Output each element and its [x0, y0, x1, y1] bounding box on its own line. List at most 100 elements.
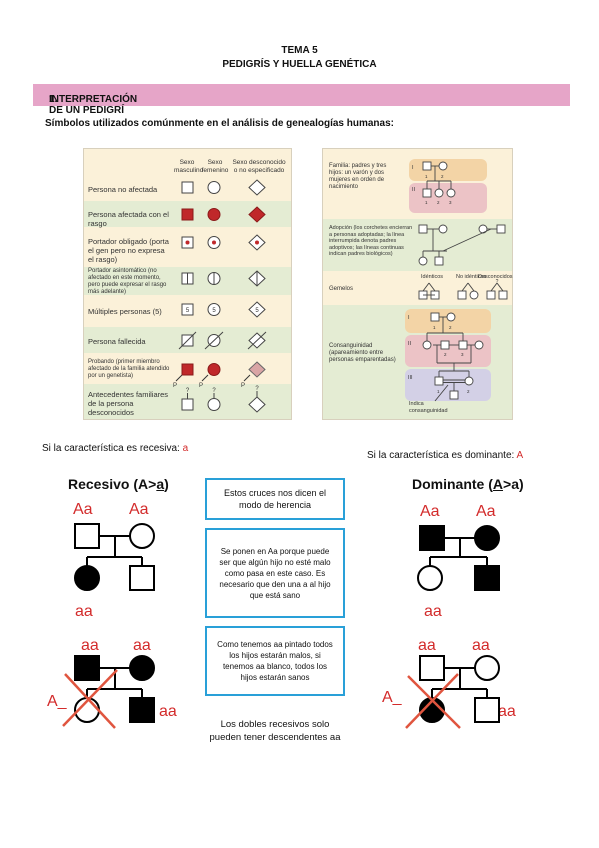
- family-description: Familia: padres y tres hijos: un varón y…: [329, 163, 387, 190]
- dominant-affected-son: [474, 565, 500, 591]
- row-label-carrier: Portador obligado (porta el gen pero no …: [88, 237, 169, 264]
- unknown-unaffected-icon: [248, 179, 266, 196]
- recessive-mother-circle: [129, 523, 155, 549]
- section-number: 1.: [49, 94, 58, 105]
- recessive-parent2-left-genotype: aa: [81, 637, 99, 654]
- recessive-genotypes: Aa Aa aa aa aa A_ aa: [47, 501, 177, 720]
- recessive-affected-father: [74, 655, 100, 681]
- dominant-cross-mark: [405, 673, 461, 729]
- proband-mark-unknown: P: [241, 383, 245, 389]
- svg-text:?: ?: [255, 386, 259, 392]
- recessive-note: Si la característica es recesiva: a: [42, 443, 189, 454]
- dominant-genotypes: Aa Aa aa aa aa A_ aa: [382, 503, 516, 720]
- dominant-child-genotype: aa: [424, 603, 442, 620]
- row-label-deceased: Persona fallecida: [88, 337, 146, 346]
- section-header: 1. INTERPRETACIÓN DE UN PEDIGRÍ: [33, 84, 570, 116]
- dominant-pedigree-svg: Aa Aa aa aa aa A_ aa: [382, 503, 516, 729]
- unknown-proband-icon: [248, 361, 266, 378]
- symbols-grid-svg: 5 5 5 P P P: [173, 179, 267, 413]
- svg-text:III: III: [408, 375, 413, 381]
- dominant-unaffected-son: [474, 697, 500, 723]
- recessive-cross-mark: [62, 669, 118, 729]
- recessive-child-genotype: aa: [75, 603, 93, 620]
- dominant-parent2-right-genotype: aa: [472, 637, 490, 654]
- dominant-unaffected-mother: [474, 655, 500, 681]
- gen-I-label: I: [412, 165, 414, 171]
- recessive-father-square: [74, 523, 100, 549]
- symbols-table: Sexo masculino Sexo femenino Sexo descon…: [83, 148, 292, 420]
- dominant-note: Si la característica es dominante: A: [367, 450, 524, 461]
- generation-labels: I II I II III: [408, 165, 416, 381]
- male-unknown-history-icon: [181, 398, 194, 411]
- recessive-unaffected-son: [129, 565, 155, 591]
- svg-text:2: 2: [444, 352, 447, 357]
- male-unaffected-icon: [181, 181, 194, 194]
- svg-text:1: 1: [433, 325, 436, 330]
- female-proband-icon: [207, 363, 221, 376]
- proband-marks: P P P: [173, 383, 245, 389]
- recessive-title: Recesivo (A>a): [68, 476, 169, 492]
- row-label-unknown-history: Antecedentes familiares de la persona de…: [88, 390, 169, 417]
- dominant-parent2-left-genotype: aa: [418, 637, 436, 654]
- twins-identical-label: Idénticos: [421, 274, 444, 280]
- svg-text:2: 2: [449, 325, 452, 330]
- symbols-subheading: Símbolos utilizados comúnmente en el aná…: [45, 118, 394, 129]
- unknown-history-marks: ? ? ?: [186, 386, 260, 394]
- dominant-allele: A: [516, 450, 524, 461]
- female-unaffected-icon: [207, 181, 221, 194]
- row-label-multiple: Múltiples personas (5): [88, 307, 162, 316]
- recessive-affected-son: [129, 697, 155, 723]
- recessive-parent-right-genotype: Aa: [129, 501, 149, 518]
- unknown-affected-icon: [248, 206, 266, 223]
- svg-text:1: 1: [425, 174, 428, 179]
- recessive-child2-genotype: aa: [159, 703, 177, 720]
- inheritance-callout: Estos cruces nos dicen el modo de herenc…: [205, 478, 345, 520]
- family-symbols-panel: Familia: padres y tres hijos: un varón y…: [322, 148, 513, 420]
- dominant-title: Dominante (A>a): [412, 476, 524, 492]
- svg-text:2: 2: [467, 389, 470, 394]
- painted-callout: Como tenemos aa pintado todos los hijos …: [205, 626, 345, 696]
- dominant-parent-right-genotype: Aa: [476, 503, 496, 520]
- consanguinity-description: Consanguinidad (apareamiento entre perso…: [329, 343, 396, 363]
- svg-text:I: I: [408, 315, 410, 321]
- svg-text:3: 3: [461, 352, 464, 357]
- consanguinity-note: Indica consanguinidad: [409, 401, 448, 414]
- col-unknown-header: Sexo desconocido o no especificado: [232, 159, 286, 174]
- unknown-multiple-icon: [248, 301, 266, 318]
- gen-II-label: II: [412, 187, 416, 193]
- dominant-parent-left-genotype: Aa: [420, 503, 440, 520]
- adoption-description: Adopción (los corchetes encierran a pers…: [329, 225, 413, 257]
- svg-text:2: 2: [441, 174, 444, 179]
- female-multiple-icon: [207, 303, 221, 316]
- male-proband-icon: [181, 363, 194, 376]
- unknown-unknown-history-icon: [248, 396, 266, 413]
- twins-label: Gemelos: [329, 286, 354, 292]
- male-affected-icon: [181, 208, 194, 221]
- svg-text:1: 1: [437, 389, 440, 394]
- col-male-header: Sexo masculino: [174, 159, 204, 174]
- row-label-affected: Persona afectada con el rasgo: [88, 210, 169, 228]
- recessive-parent2-right-genotype: aa: [133, 637, 151, 654]
- multi-count-unknown: 5: [255, 308, 259, 314]
- twins-nonidentical-label: No idénticos: [456, 274, 487, 280]
- recessive-affected-daughter: [74, 565, 100, 591]
- dominant-child2-genotype: aa: [498, 703, 516, 720]
- dominant-affected-father: [419, 525, 445, 551]
- female-unknown-history-icon: [207, 398, 221, 411]
- page-title: PEDIGRÍS Y HUELLA GENÉTICA: [222, 59, 377, 70]
- double-recessive-note: Los dobles recesivos solo pueden tener d…: [209, 719, 341, 743]
- dominant-unaffected-father: [419, 655, 445, 681]
- svg-text:II: II: [408, 341, 412, 347]
- aa-reason-callout: Se ponen en Aa porque puede ser que algú…: [205, 528, 345, 618]
- dominant-excluded-daughter: [419, 697, 445, 723]
- female-affected-icon: [207, 208, 221, 221]
- recessive-affected-mother: [129, 655, 155, 681]
- family-diagrams-svg: I II I II III: [408, 161, 508, 402]
- recessive-parent-left-genotype: Aa: [73, 501, 93, 518]
- multi-count-male: 5: [186, 308, 190, 314]
- svg-text:3: 3: [449, 200, 452, 205]
- recessive-crossed-label: A_: [47, 693, 68, 710]
- multi-count-female: 5: [212, 308, 216, 314]
- twins-unknown-label: Desconocidos: [478, 274, 513, 280]
- multiple-count-labels: 5 5 5: [186, 308, 260, 314]
